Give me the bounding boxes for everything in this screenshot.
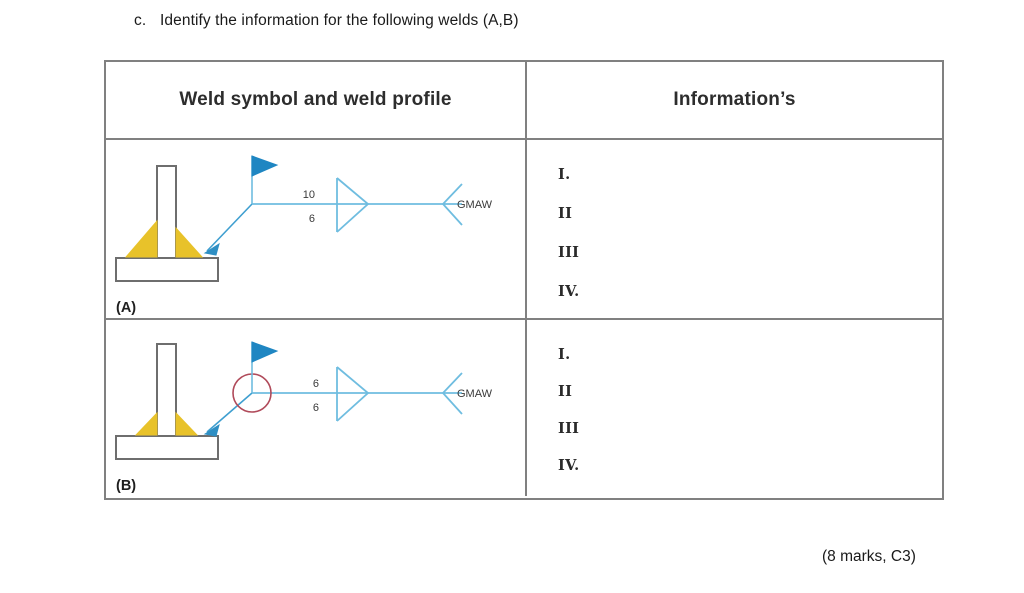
tail-process-text-a: GMAW [457,199,493,211]
other-side-size-b: 6 [313,402,319,414]
header-label-informations: Information’s [673,89,796,110]
table-row: 10 6 GMAW (A) I. II III IV. [106,138,942,318]
fillet-weld-left-b [134,411,158,436]
list-item: II [558,383,573,400]
fillet-triangle-symbol-b [336,366,370,422]
row-sub-label-b: (B) [116,478,137,494]
marks-note: (8 marks, C3) [822,548,916,565]
arrow-side-size-b: 6 [313,378,319,390]
list-item: I. [558,346,571,363]
fillet-triangle-symbol-a [336,177,370,233]
base-plate-outline-a [115,257,219,282]
question-label: c. [134,12,147,29]
leader-arrow-line-a [206,203,253,252]
weld-diagram-cell-a: 10 6 GMAW (A) [106,140,527,318]
information-list-b: I. II III IV. [558,346,579,494]
information-cell-a: I. II III IV. [527,140,942,318]
information-list-a: I. II III IV. [558,166,579,322]
header-cell-informations: Information’s [527,62,942,138]
question-line: c. Identify the information for the follo… [134,12,894,30]
list-item: IV. [558,457,580,474]
weld-symbol-diagram-a: 10 6 GMAW [115,155,493,282]
leader-arrow-head-b [203,423,220,437]
web-plate-outline-a [156,165,177,259]
list-item: I. [558,166,571,183]
fillet-weld-right-b [175,411,199,436]
leader-arrow-head-a [203,242,220,256]
leader-arrow-line-b [206,392,253,433]
weld-diagram-cell-b: 6 6 GMAW (B) [106,320,527,496]
table-header-row: Weld symbol and weld profile Information… [106,62,942,138]
tail-symbol-b [441,372,463,415]
tail-process-text-b: GMAW [457,388,493,400]
header-label-weld-symbol: Weld symbol and weld profile [179,89,452,110]
row-sub-label-a: (A) [116,300,137,316]
information-cell-b: I. II III IV. [527,320,942,496]
web-plate-outline-b [156,343,177,437]
weld-symbol-diagram-b: 6 6 GMAW [115,341,493,460]
list-item: II [558,205,573,222]
list-item: III [558,420,580,437]
list-item: III [558,244,580,261]
other-side-size-a: 6 [309,213,315,225]
header-cell-weld-symbol: Weld symbol and weld profile [106,62,527,138]
field-flag-icon-a [251,155,279,177]
arrow-side-size-a: 10 [303,189,315,201]
weld-information-table: Weld symbol and weld profile Information… [104,60,944,500]
tail-symbol-a [441,183,463,226]
table-row: 6 6 GMAW (B) I. II III IV. [106,318,942,496]
base-plate-outline-b [115,435,219,460]
list-item: IV. [558,283,580,300]
question-text: Identify the information for the followi… [160,12,519,29]
fillet-weld-left-a [124,219,158,258]
fillet-weld-right-a [175,226,204,258]
field-flag-icon-b [251,341,279,363]
